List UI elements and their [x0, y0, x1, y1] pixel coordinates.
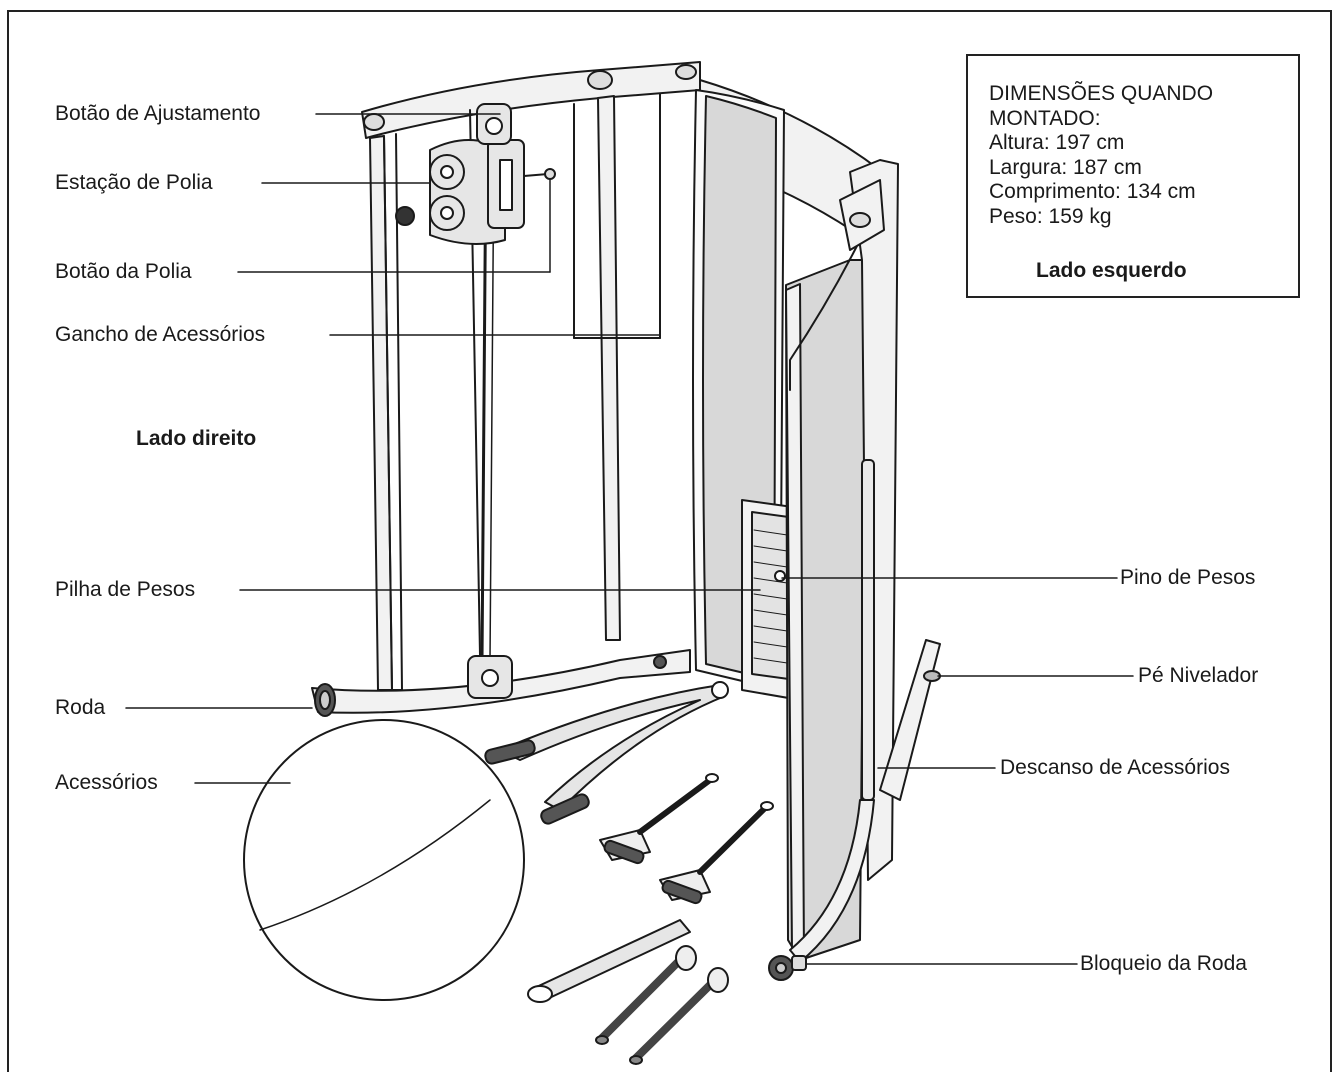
dimension-width: Largura: 187 cm [989, 155, 1142, 179]
right-side-label: Lado direito [136, 427, 257, 450]
pulley-station [395, 139, 556, 245]
label-leveling-foot: Pé Nivelador [1138, 664, 1259, 687]
leader-lines [125, 113, 1134, 965]
label-wheel-lock: Bloqueio da Roda [1080, 952, 1247, 975]
diagram-frame [7, 10, 1332, 1072]
accessories [243, 681, 774, 1065]
label-accessory-rest: Descanso de Acessórios [1000, 756, 1230, 779]
weight-stack [741, 499, 801, 701]
dimensions-heading-line2: MONTADO: [989, 106, 1101, 130]
label-pulley-station: Estação de Polia [55, 171, 213, 194]
left-tower [768, 159, 941, 981]
label-accessory-hook: Gancho de Acessórios [55, 323, 266, 346]
label-accessories: Acessórios [55, 771, 158, 794]
label-pulley-knob: Botão da Polia [55, 260, 192, 283]
label-weight-stack: Pilha de Pesos [55, 578, 196, 601]
label-adjustment-knob: Botão de Ajustamento [55, 102, 261, 125]
dimension-weight: Peso: 159 kg [989, 204, 1112, 228]
label-weight-pin: Pino de Pesos [1120, 566, 1256, 589]
label-wheel: Roda [55, 696, 106, 719]
dimension-height: Altura: 197 cm [989, 131, 1125, 154]
right-tower [311, 61, 701, 717]
dimension-length: Comprimento: 134 cm [989, 180, 1196, 203]
dimensions-box: DIMENSÕES QUANDO MONTADO: Altura: 197 cm… [966, 54, 1300, 298]
left-side-label: Lado esquerdo [1036, 259, 1187, 282]
dimensions-heading-line1: DIMENSÕES QUANDO [989, 82, 1214, 105]
